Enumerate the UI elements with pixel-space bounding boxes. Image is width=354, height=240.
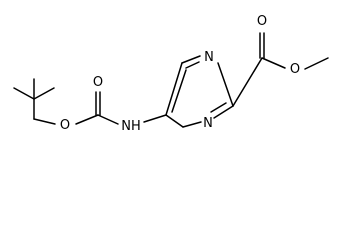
bond-ring-c2-n1 (217, 62, 234, 107)
bond-ring-to-ester-c (232, 57, 263, 107)
atom-label-boc-carbonyl-o: O (93, 75, 103, 90)
bond-tbu-quaternary-left (13, 87, 35, 100)
bond-ring-n3-c2-inner (210, 102, 227, 113)
atom-label-ester-carbonyl-o: O (257, 14, 267, 29)
bond-ring-n1-c6 (181, 55, 201, 64)
bond-tbu-quaternary-right (33, 87, 55, 100)
bond-ester-o-to-methyl (304, 57, 329, 70)
atom-label-ester-o: O (290, 62, 300, 77)
bond-ring-c5-c4 (165, 114, 184, 128)
bond-ring-n1-c6-inner (185, 61, 200, 69)
bond-ring-c6-c5-inner (171, 69, 187, 113)
atom-label-ring-n-upper: N (204, 50, 214, 65)
chemical-structure: O O NH N N O O (13, 14, 329, 134)
bond-tbu-to-boc-o (33, 118, 56, 125)
bond-nh-to-ring (143, 114, 167, 123)
bond-ring-c4-n3 (182, 121, 202, 128)
bond-ester-c-to-o (261, 57, 286, 69)
bond-ring-n3-c2-double (213, 105, 234, 119)
bond-boc-o-to-carbonyl-c (75, 114, 99, 125)
atom-label-amide-nh: NH (121, 119, 141, 134)
atom-label-ring-n-lower: N (203, 116, 213, 131)
atom-label-boc-o: O (60, 118, 70, 133)
bond-ring-c6-c5 (165, 62, 183, 116)
bond-carbonyl-to-nh (97, 114, 119, 125)
